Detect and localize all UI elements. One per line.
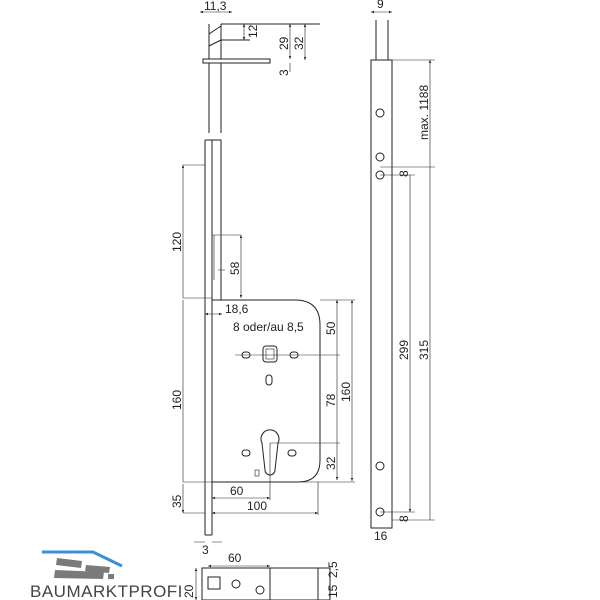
dim-15: 15 (326, 584, 340, 598)
dim-3-bottom: 3 (202, 543, 209, 557)
logo-text: BAUMARKTPROFI (30, 582, 183, 600)
dim-29: 29 (277, 36, 291, 50)
dim-160-right: 160 (339, 382, 353, 402)
dim-2-5: 2,5 (326, 561, 340, 578)
dim-32-front: 32 (324, 456, 338, 470)
dim-120: 120 (170, 232, 184, 252)
dim-18-6: 18,6 (225, 302, 249, 316)
dim-100: 100 (247, 499, 267, 513)
dim-8-top: 8 (397, 170, 411, 177)
dim-60-bottom: 60 (228, 551, 242, 565)
baumarktprofi-logo: BAUMARKTPROFI (30, 550, 183, 600)
dim-9: 9 (377, 0, 384, 11)
dim-8-bottom: 8 (397, 515, 411, 522)
dim-50: 50 (324, 321, 338, 335)
dim-315: 315 (417, 340, 431, 360)
front-view: 120 58 18,6 8 oder/au 8,5 160 35 50 78 3… (170, 139, 355, 557)
dim-max-1188: max. 1188 (417, 85, 431, 140)
dim-58: 58 (228, 261, 242, 275)
dim-160-left: 160 (170, 390, 184, 410)
bottom-view: 60 2,5 15 20 (182, 551, 340, 600)
dim-11-3: 11,3 (204, 0, 227, 13)
dim-299: 299 (397, 340, 411, 360)
dim-12: 12 (246, 24, 260, 38)
spindle-note: 8 oder/au 8,5 (233, 320, 304, 334)
dim-32: 32 (292, 36, 306, 50)
dim-60: 60 (230, 484, 244, 498)
dim-16: 16 (374, 529, 388, 543)
side-view: 9 max. 1188 8 299 315 8 16 (370, 0, 435, 543)
dim-3-top: 3 (277, 69, 291, 76)
dim-35: 35 (170, 494, 184, 508)
dim-78: 78 (324, 393, 338, 407)
dim-20: 20 (182, 584, 196, 598)
top-bolt-detail: 11,3 12 29 32 3 (200, 0, 320, 133)
